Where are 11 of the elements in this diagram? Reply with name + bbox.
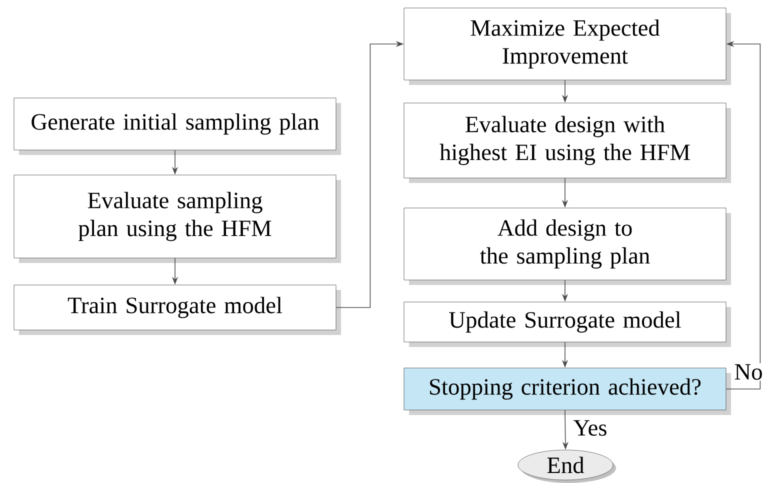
decision-box: Stopping criterion achieved?	[404, 368, 731, 415]
edge-label: No	[733, 363, 764, 381]
process-box: Maximize Expected Improvement	[404, 8, 731, 85]
process-box: Update Surrogate model	[404, 302, 731, 347]
process-box: Evaluate design with highest EI using the HFM	[404, 102, 731, 183]
process-box: Train Surrogate model	[14, 284, 341, 335]
edge-label: Yes	[572, 419, 608, 437]
process-box: Add design to the sampling plan	[404, 208, 731, 285]
process-box: Generate initial sampling plan	[14, 98, 341, 155]
end-terminal: End	[518, 450, 616, 483]
process-box: Evaluate sampling plan using the HFM	[14, 174, 341, 263]
